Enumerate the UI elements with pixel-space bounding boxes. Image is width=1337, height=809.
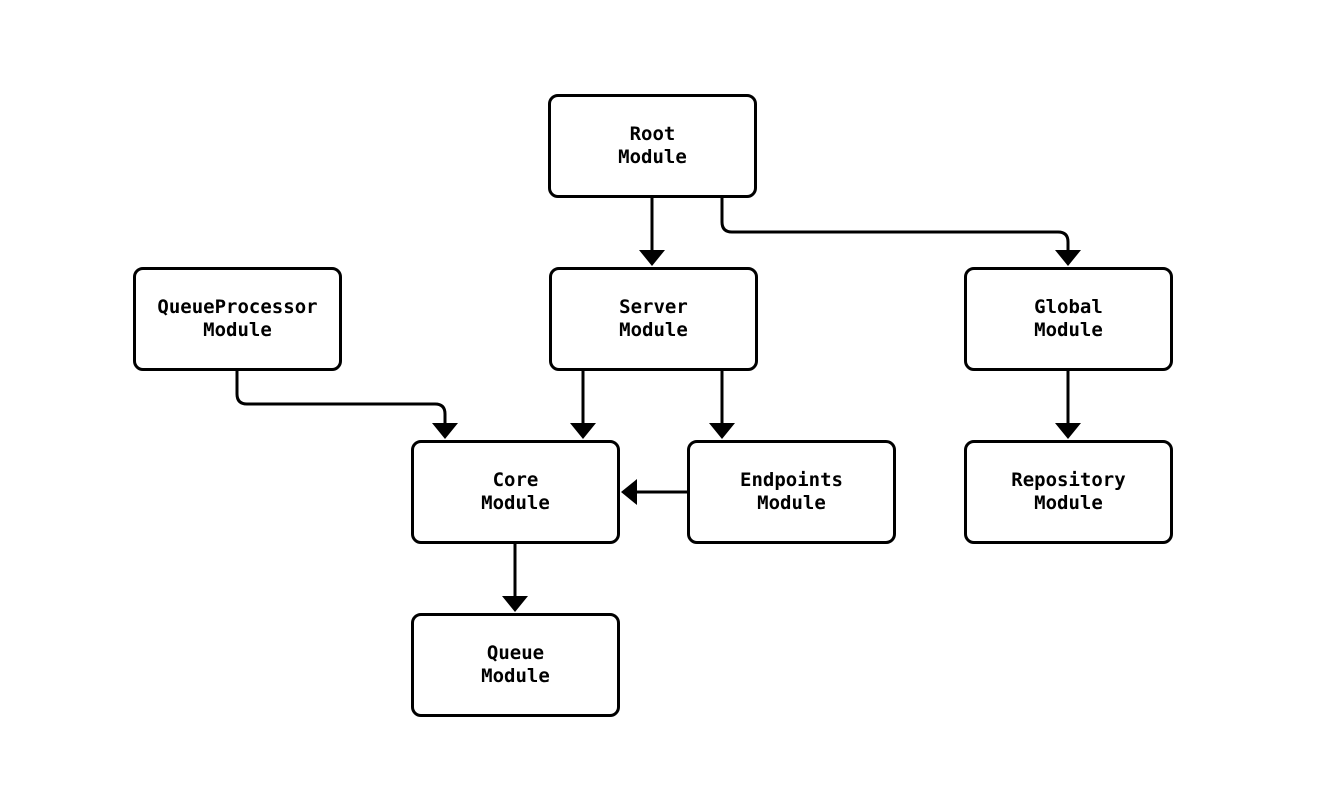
node-core-module: Core Module (411, 440, 620, 544)
arrowhead-down-icon (1055, 250, 1081, 266)
edge-queueprocessor-to-core (235, 371, 458, 439)
arrowhead-down-icon (432, 423, 458, 439)
edge-global-to-repository (1055, 371, 1081, 439)
arrowhead-down-icon (502, 596, 528, 612)
node-global-module: Global Module (964, 267, 1173, 371)
node-endpoints-module: Endpoints Module (687, 440, 896, 544)
arrowhead-left-icon (621, 479, 637, 505)
node-label: Repository Module (1011, 469, 1126, 514)
node-root-module: Root Module (548, 94, 757, 198)
edge-core-to-queue (502, 543, 528, 612)
arrowhead-down-icon (639, 250, 665, 266)
node-repository-module: Repository Module (964, 440, 1173, 544)
node-label: Core Module (481, 469, 550, 514)
edge-root-to-server (639, 198, 665, 266)
node-label: Endpoints Module (740, 469, 843, 514)
arrowhead-down-icon (709, 423, 735, 439)
edge-endpoints-to-core (621, 479, 687, 505)
arrowhead-down-icon (1055, 423, 1081, 439)
arrowhead-down-icon (570, 423, 596, 439)
node-server-module: Server Module (549, 267, 758, 371)
edge-server-to-core (570, 371, 596, 439)
node-queue-module: Queue Module (411, 613, 620, 717)
node-label: QueueProcessor Module (157, 296, 318, 341)
node-label: Global Module (1034, 296, 1103, 341)
edge-root-to-global (720, 198, 1081, 266)
node-queueprocessor-module: QueueProcessor Module (133, 267, 342, 371)
node-label: Root Module (618, 123, 687, 168)
edge-server-to-endpoints (709, 371, 735, 439)
node-label: Server Module (619, 296, 688, 341)
node-label: Queue Module (481, 642, 550, 687)
